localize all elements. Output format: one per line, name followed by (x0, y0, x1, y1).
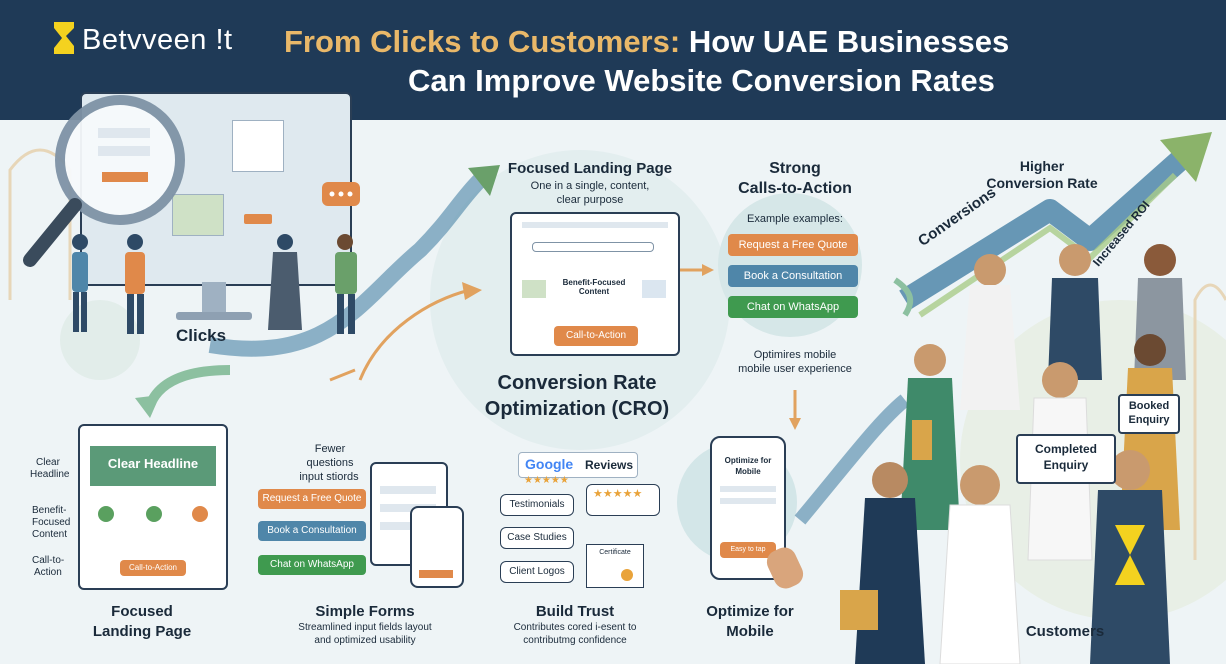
callout-cta2: Action (34, 567, 62, 578)
testimonials-pill: Testimonials (500, 494, 574, 516)
callout-cta1: Call-to- (32, 555, 65, 566)
easy-tap-button[interactable]: Easy to tap (720, 542, 776, 558)
phone-title1: Optimize for (724, 456, 772, 465)
forms-desc1: Streamlined input fields layout (298, 622, 432, 633)
request-quote-button[interactable]: Request a Free Quote (728, 234, 858, 256)
customers-illustration (840, 244, 1186, 664)
whatsapp-button[interactable]: Chat on WhatsApp (728, 296, 858, 318)
forms-desc2: and optimized usability (314, 635, 416, 646)
cro-line2: Optimization (CRO) (484, 398, 670, 420)
search-bar (532, 242, 654, 252)
mobile-note2: mobile user experience (738, 363, 852, 375)
landing-page-card: Clear Headline Call-to-Action (78, 424, 228, 590)
reviews-text: Reviews (585, 458, 634, 472)
focused-top-sub1: One in a single, content, (530, 180, 650, 192)
forms-quote-button[interactable]: Request a Free Quote (258, 489, 366, 509)
forms-label: Simple Forms (315, 603, 415, 620)
title-rest: How UAE Businesses (680, 24, 1010, 59)
booked-line2: Enquiry (1128, 414, 1170, 426)
completed-line2: Enquiry (1043, 458, 1089, 472)
landing-page-heading: Clear Headline (107, 456, 199, 471)
mobile-label1: Optimize for (706, 603, 794, 620)
book-consultation-button[interactable]: Book a Consultation (728, 265, 858, 287)
certificate-text: Certificate (599, 549, 631, 556)
trust-label: Build Trust (535, 603, 615, 620)
callout-benefit3: Content (32, 529, 68, 540)
focused-top-page: Benefit-Focused Content Call-to-Action (510, 212, 680, 356)
cta-button[interactable]: Call-to-Action (554, 326, 638, 346)
cta-example: Example examples: (747, 213, 843, 225)
landing-cta-button[interactable]: Call-to-Action (120, 560, 186, 576)
check-icon-2 (146, 506, 162, 522)
chat-bubble-icon (322, 182, 360, 206)
booked-line1: Booked (1128, 400, 1170, 412)
client-logos-pill: Client Logos (500, 561, 574, 583)
clicks-label: Clicks (176, 326, 227, 345)
cta-heading-line2: Calls-to-Action (738, 180, 852, 197)
mobile-phone: Optimize for Mobile Easy to tap (710, 436, 786, 580)
google-wordmark: Google (525, 456, 574, 472)
certificate-card: Certificate (586, 544, 644, 588)
mobile-note1: Optimires mobile (753, 349, 837, 361)
check-icon-1 (98, 506, 114, 522)
mountain-icon (642, 280, 666, 298)
forms-note2: questions (306, 457, 354, 469)
cro-line1: Conversion Rate (497, 372, 657, 394)
trust-desc1: Contributes cored i-esent to (513, 622, 637, 633)
monitor-button (244, 214, 272, 224)
customers-label: Customers (1025, 623, 1105, 640)
logo-text: Betvveen !t (82, 24, 233, 56)
form-field-2 (380, 504, 436, 512)
booked-enquiry-sign: Booked Enquiry (1118, 394, 1180, 434)
seal-icon (621, 569, 633, 581)
rating-card: ★★★★★ (586, 484, 660, 516)
forms-note3: input stiords (299, 471, 359, 483)
callout-headline2: Headline (30, 469, 70, 480)
browser-bar (522, 222, 668, 228)
google-reviews-badge: Google Reviews (518, 452, 638, 478)
cross-icon (192, 506, 208, 522)
case-studies-pill: Case Studies (500, 527, 574, 549)
callout-headline1: Clear (36, 457, 60, 468)
focused-top-heading: Focused Landing Page (507, 160, 673, 177)
phone-title2: Mobile (735, 467, 761, 476)
higher-line2: Conversion Rate (986, 175, 1098, 191)
image-thumbnail (172, 194, 224, 236)
google-stars: ★★★★★ (524, 475, 569, 486)
shirt-thumbnail (232, 120, 284, 172)
callout-benefit1: Benefit- (32, 505, 67, 516)
title-accent: From Clicks to Customers: (284, 24, 681, 59)
trust-desc2: contributmg confidence (523, 635, 627, 646)
logo-icon (54, 22, 74, 54)
forms-note1: Fewer (314, 443, 346, 455)
focused-top-sub2: clear purpose (556, 194, 624, 206)
forms-whatsapp-button[interactable]: Chat on WhatsApp (258, 555, 366, 575)
landing-label2: Landing Page (92, 623, 192, 640)
form-phone (410, 506, 464, 588)
page-title-line1: From Clicks to Customers: How UAE Busine… (284, 24, 1009, 60)
monitor-base (176, 312, 252, 320)
benefit-text: Benefit-Focused Content (562, 278, 626, 296)
people-group (72, 234, 357, 334)
page-title-line2: Can Improve Website Conversion Rates (408, 63, 995, 98)
landing-label1: Focused (111, 603, 173, 620)
callout-benefit2: Focused (32, 517, 71, 528)
form-field-3 (380, 522, 436, 530)
higher-line1: Higher (1019, 158, 1065, 174)
forms-consult-button[interactable]: Book a Consultation (258, 521, 366, 541)
form-field-1 (380, 486, 436, 494)
phone-line-1 (720, 486, 776, 492)
check-icon (522, 280, 546, 298)
cta-heading-line1: Strong (769, 160, 821, 177)
magnifier-icon (23, 95, 185, 267)
completed-line1: Completed (1034, 442, 1097, 456)
monitor-stand (202, 282, 226, 316)
rating-stars: ★★★★★ (593, 488, 643, 500)
form-phone-button (419, 570, 453, 578)
mobile-label2: Mobile (726, 623, 774, 640)
headline-banner (90, 446, 216, 486)
completed-enquiry-sign: Completed Enquiry (1016, 434, 1116, 484)
phone-line-2 (720, 498, 776, 504)
